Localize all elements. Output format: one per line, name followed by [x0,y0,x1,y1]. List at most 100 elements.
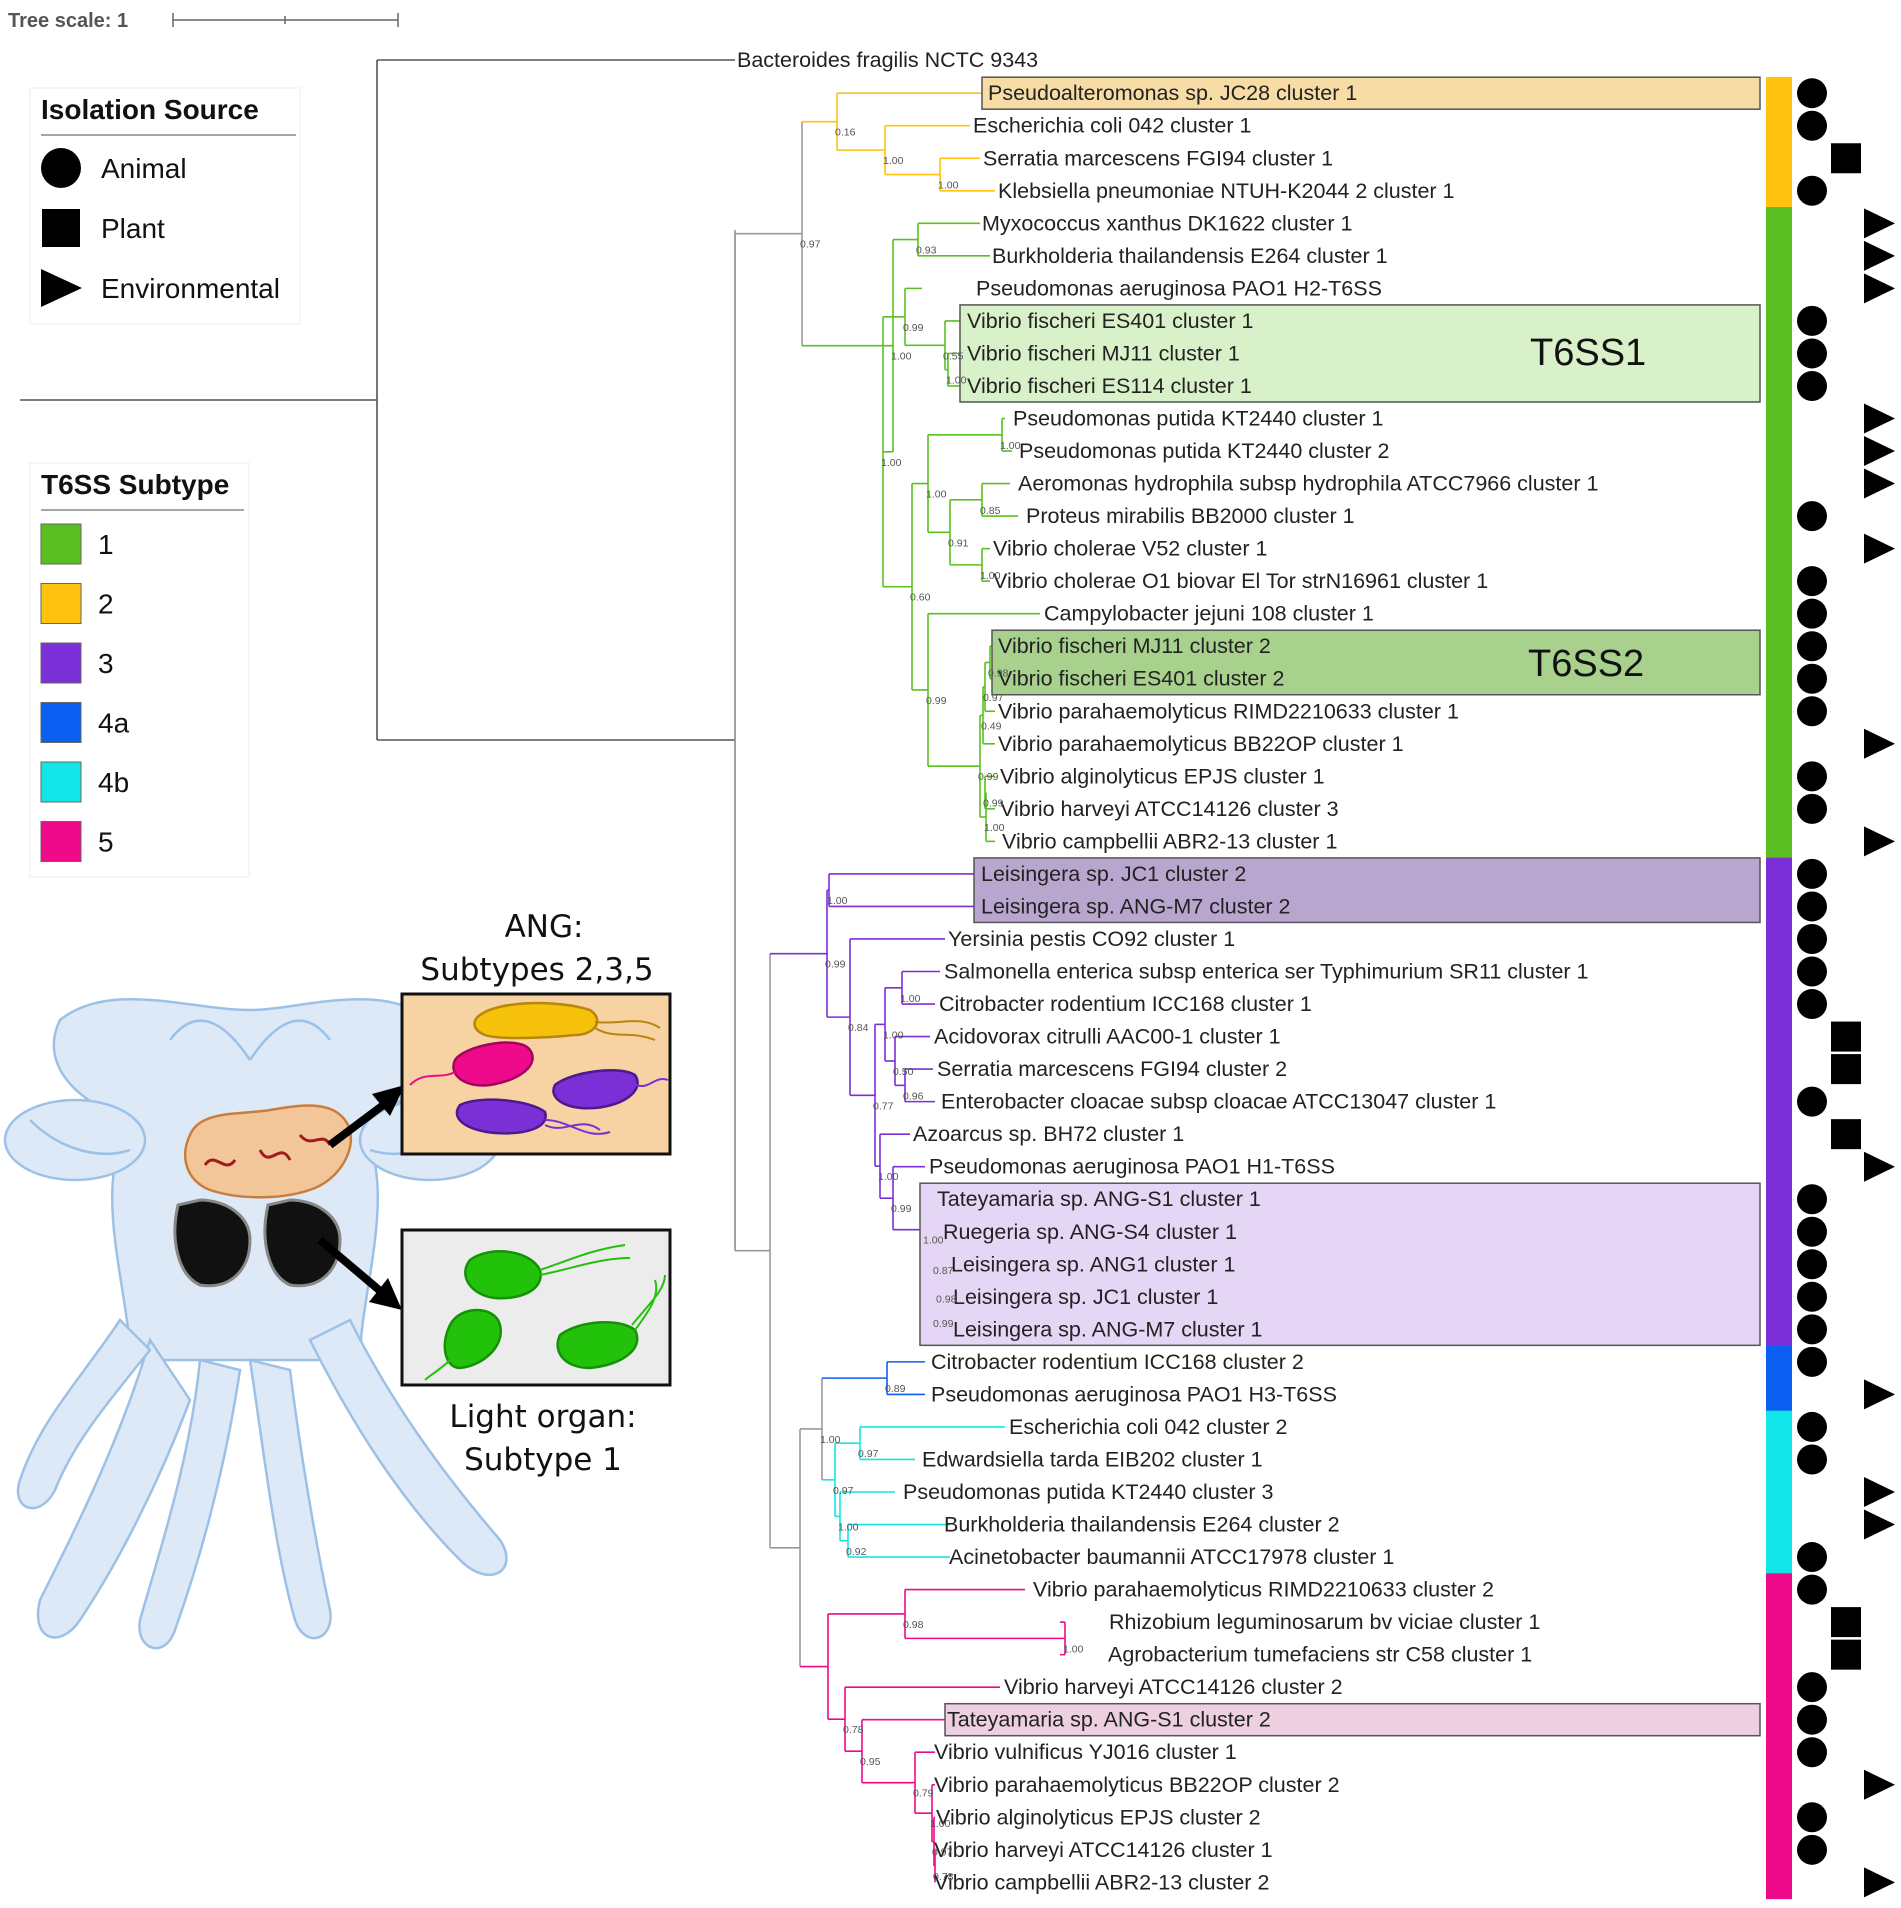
bootstrap-value: 0.49 [981,720,1002,732]
subtype-strip-cell [1766,1085,1792,1119]
leaf-label: Pseudomonas putida KT2440 cluster 3 [903,1480,1274,1504]
animal-marker-icon [1797,1249,1827,1280]
bootstrap-value: 1.00 [923,1235,944,1247]
leaf-label: Vibrio parahaemolyticus BB22OP cluster 1 [998,732,1404,756]
animal-marker-icon [1797,761,1827,792]
leaf-label: Leisingera sp. ANG1 cluster 1 [951,1252,1235,1276]
bootstrap-value: 0.97 [858,1448,879,1460]
bootstrap-value: 0.60 [910,592,931,604]
leaf-label: Myxococcus xanthus DK1622 cluster 1 [982,211,1352,235]
leaf-label: Acidovorax citrulli AAC00-1 cluster 1 [934,1025,1281,1049]
leaf-label: Pseudomonas putida KT2440 cluster 2 [1019,439,1390,463]
subtype-strip-cell [1766,1768,1792,1802]
leaf-label: Yersinia pestis CO92 cluster 1 [948,927,1235,951]
bootstrap-value: 0.98 [903,1619,924,1631]
subtype-swatch-1 [40,523,82,565]
subtype-strip-cell [1766,1248,1792,1282]
leaf-label: Enterobacter cloacae subsp cloacae ATCC1… [941,1090,1496,1114]
highlight-leisingera-cluster2 [973,857,1761,924]
animal-marker-icon [1797,923,1827,954]
subtype-strip-cell [1766,564,1792,598]
leaf-label: Pseudomonas aeruginosa PAO1 H1-T6SS [929,1155,1335,1179]
bootstrap-value: 1.00 [946,375,967,387]
subtype-strip-cell [1766,1378,1792,1412]
subtype-strip-cell [1766,727,1792,761]
subtype-strip-cell [1766,1215,1792,1249]
bootstrap-value: 1.00 [930,1818,951,1830]
subtype-label-4b: 4b [98,767,129,798]
leaf-label: Rhizobium leguminosarum bv viciae cluste… [1109,1610,1540,1634]
subtype-strip-cell [1766,1052,1792,1086]
leaf-label: Vibrio fischeri ES401 cluster 1 [967,309,1253,333]
leaf-label: Aeromonas hydrophila subsp hydrophila AT… [1018,472,1598,496]
bootstrap-value: 1.00 [883,1029,904,1041]
leaf-label: Ruegeria sp. ANG-S4 cluster 1 [943,1220,1237,1244]
squid-illustration [3,997,508,1650]
bootstrap-value: 0.55 [943,350,964,362]
animal-marker-icon [1797,1184,1827,1215]
leaf-label: Vibrio vulnificus YJ016 cluster 1 [934,1740,1237,1764]
environmental-marker-icon [1864,1509,1895,1540]
leaf-label: Edwardsiella tarda EIB202 cluster 1 [922,1447,1263,1471]
ang-caption-line2: Subtypes 2,3,5 [420,952,653,988]
subtype-strip-cell [1766,792,1792,826]
environmental-marker-icon [1864,436,1895,467]
bootstrap-value: 1.00 [900,993,921,1005]
light-organ-caption-line1: Light organ: [449,1399,636,1435]
light-organ-left-icon [173,1198,252,1288]
leaf-label: Vibrio harveyi ATCC14126 cluster 3 [1000,797,1339,821]
leaf-label: Vibrio campbellii ABR2-13 cluster 1 [1002,829,1337,853]
bootstrap-value: 0.89 [885,1383,906,1395]
leaf-label: Vibrio harveyi ATCC14126 cluster 2 [1004,1675,1343,1699]
subtype-strip-cell [1766,890,1792,924]
subtype-strip-cell [1766,304,1792,338]
subtype-strip-cell [1766,532,1792,566]
isolation-source-legend: Isolation Source Animal Plant Environmen… [29,87,301,325]
environmental-marker-icon [1864,208,1895,239]
leaf-label: Agrobacterium tumefaciens str C58 cluste… [1108,1643,1532,1667]
bootstrap-value: 0.50 [893,1066,914,1078]
environmental-marker-icon [1864,826,1895,857]
animal-marker-icon [1797,1314,1827,1345]
animal-marker-icon [1797,1281,1827,1312]
bootstrap-value: 0.93 [916,245,937,257]
bootstrap-value: 0.99 [891,1203,912,1215]
leaf-label: Vibrio fischeri MJ11 cluster 1 [967,341,1240,365]
leaf-label: Escherichia coli 042 cluster 2 [1009,1415,1287,1439]
subtype-strip-cell [1766,1345,1792,1379]
subtype-strip-cell [1766,1150,1792,1184]
subtype-strip-cell [1766,922,1792,956]
leaf-label: Vibrio parahaemolyticus RIMD2210633 clus… [1033,1578,1494,1602]
bootstrap-value: 1.00 [881,457,902,469]
bootstrap-value: 1.00 [938,180,959,192]
bootstrap-value: 0.16 [835,127,856,139]
animal-marker-icon [1797,858,1827,889]
subtype-strip-cell [1766,1443,1792,1477]
environmental-marker-icon [1864,240,1895,271]
animal-marker-icon [1797,891,1827,922]
subtype-strip-cell [1766,1638,1792,1672]
subtype-strip-cell [1766,1508,1792,1542]
leaf-label: Vibrio parahaemolyticus BB22OP cluster 2 [934,1773,1340,1797]
subtype-strip-cell [1766,1475,1792,1509]
leaf-label: Proteus mirabilis BB2000 cluster 1 [1026,504,1355,528]
ang-caption-line1: ANG: [505,909,584,945]
environmental-marker-icon [1864,1867,1895,1898]
leaf-label: Leisingera sp. JC1 cluster 1 [953,1285,1218,1309]
animal-marker-icon [1797,110,1827,141]
leaf-label: Burkholderia thailandensis E264 cluster … [992,244,1388,268]
leaf-label: Pseudoalteromonas sp. JC28 cluster 1 [988,81,1357,105]
subtype-strip-cell [1766,434,1792,468]
subtype-strip-cell [1766,207,1792,241]
leaf-label: Citrobacter rodentium ICC168 cluster 1 [939,992,1312,1016]
subtype-strip-cell [1766,141,1792,176]
leaf-label: Klebsiella pneumoniae NTUH-K2044 2 clust… [998,179,1455,203]
leaf-label: Pseudomonas putida KT2440 cluster 1 [1013,407,1384,431]
animal-marker-icon [1797,1672,1827,1703]
leaf-label: Vibrio harveyi ATCC14126 cluster 1 [934,1838,1273,1862]
animal-marker-icon [1797,598,1827,629]
bootstrap-value: 1.00 [878,1171,899,1183]
subtype-strip-cell [1766,760,1792,794]
subtype-strip-cell [1766,1280,1792,1314]
bootstrap-value: 0.78 [933,1871,954,1883]
